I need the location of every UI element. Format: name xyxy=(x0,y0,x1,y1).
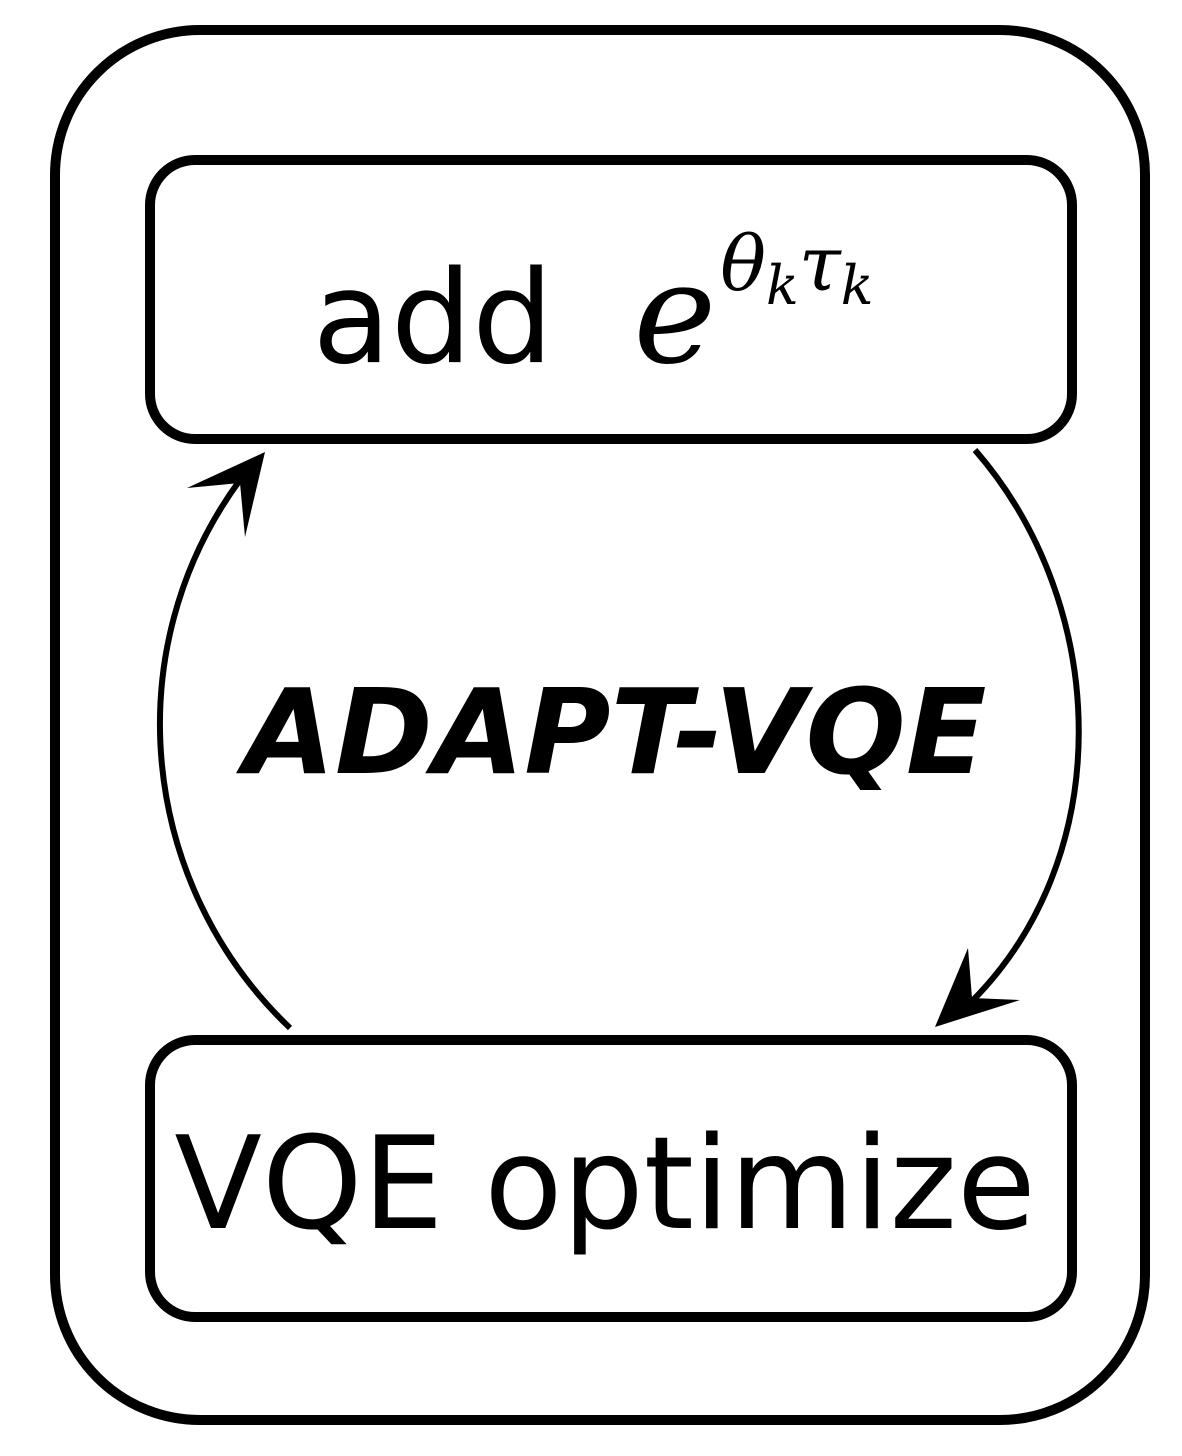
math-exponent: θkτk xyxy=(720,219,873,313)
tau-symbol: τ xyxy=(798,219,841,308)
add-operator-box: add eθkτk xyxy=(145,155,1077,444)
arrow-right-arc xyxy=(962,448,1082,1011)
diagram-title: ADAPT-VQE xyxy=(243,663,987,801)
vqe-optimize-label: VQE optimize xyxy=(174,1109,1036,1259)
exponential-formula: eθkτk xyxy=(633,226,873,385)
theta-subscript: k xyxy=(766,254,799,317)
add-label: add xyxy=(312,244,554,393)
tau-subscript: k xyxy=(840,254,874,317)
vqe-optimize-box: VQE optimize xyxy=(145,1035,1077,1322)
math-base: e xyxy=(633,233,717,396)
add-operator-content: add eθkτk xyxy=(312,226,873,385)
theta-symbol: θ xyxy=(720,219,767,308)
arrow-left-arc xyxy=(157,478,293,1031)
arrow-right-head xyxy=(935,948,1020,1027)
arrow-left-head xyxy=(187,452,265,537)
